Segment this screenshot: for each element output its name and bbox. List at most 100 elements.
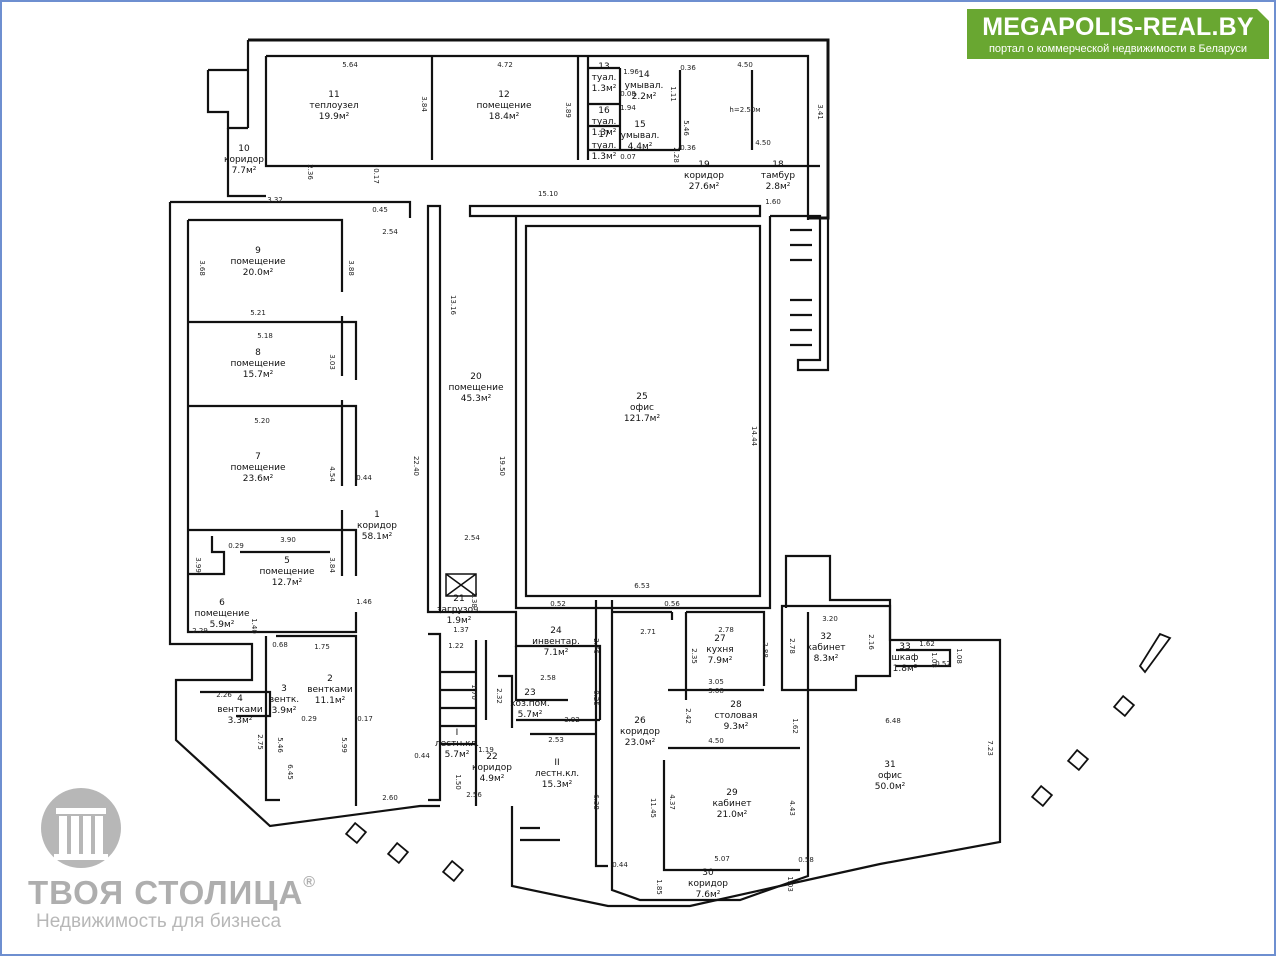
dimension-label: 2.26 — [216, 691, 232, 699]
room-name: тамбур — [761, 171, 795, 181]
freight-lift-symbol — [445, 573, 477, 597]
dimension-label: 1.70 — [470, 684, 478, 700]
room-number: 23 — [524, 688, 535, 698]
room-number: 9 — [255, 246, 261, 256]
room-name: хоз.пом. — [510, 699, 550, 709]
dimension-label: 4.37 — [668, 794, 676, 810]
room-name: коридор — [688, 879, 728, 889]
room-number: 25 — [636, 392, 647, 402]
dimension-label: 1.50 — [454, 774, 462, 790]
room-number: 14 — [638, 70, 650, 80]
room-name: помещение — [230, 359, 285, 369]
dimension-label: 3.88 — [347, 260, 355, 276]
dimension-label: 5.99 — [340, 737, 348, 753]
dimension-label: 0.44 — [612, 861, 628, 869]
room-area: 15.7м² — [243, 370, 274, 380]
dimension-label: 0.25 — [592, 690, 600, 706]
room-number: 11 — [328, 90, 339, 100]
room-name: туал. — [592, 73, 617, 83]
room-area: 7.7м² — [232, 166, 257, 176]
dimension-label: 1.38 — [470, 592, 478, 608]
room-name: коридор — [620, 727, 660, 737]
site-banner[interactable]: MEGAPOLIS-REAL.BY портал о коммерческой … — [967, 9, 1269, 59]
exterior-markers — [344, 632, 1172, 883]
room-number: 2 — [327, 674, 333, 684]
dimension-label: 1.46 — [356, 598, 372, 606]
room-number: 22 — [486, 752, 497, 762]
watermark-name: ТВОЯ СТОЛИЦА® — [28, 874, 317, 911]
room-name: туал. — [592, 141, 617, 151]
dimension-label: 4.54 — [328, 466, 336, 482]
room-area: 5.7м² — [445, 750, 470, 760]
dimension-label: 1.96 — [623, 68, 639, 76]
room-area: 8.3м² — [814, 654, 839, 664]
room-number: 26 — [634, 716, 646, 726]
room-name: помещение — [476, 101, 531, 111]
banner-corner — [1257, 9, 1269, 21]
room-name: кабинет — [712, 799, 751, 809]
room-number: 27 — [714, 634, 725, 644]
room-area: 15.3м² — [542, 780, 573, 790]
dimension-label: 0.36 — [680, 64, 696, 72]
dimension-label: 3.92 — [564, 716, 580, 724]
dimension-label: 3.99 — [194, 557, 202, 573]
dimension-label: 1.03 — [786, 876, 794, 892]
dimension-label: 0.36 — [680, 144, 696, 152]
room-area: 5.9м² — [210, 620, 235, 630]
dimension-label: 2.16 — [867, 634, 875, 650]
room-area: 7.6м² — [696, 890, 721, 900]
room-number: II — [554, 758, 559, 768]
dimension-label: 2.28 — [672, 147, 680, 163]
dimension-label: 6.48 — [885, 717, 901, 725]
room-number: 32 — [820, 632, 831, 642]
room-area: 1.3м² — [592, 152, 617, 162]
room-name: инвентар. — [532, 637, 580, 647]
room-number: 6 — [219, 598, 225, 608]
room-name: помещение — [448, 383, 503, 393]
room-name: помещение — [230, 257, 285, 267]
room-area: 3.3м² — [228, 716, 253, 726]
dimension-label: 13.16 — [449, 295, 457, 316]
room-name: умывал. — [625, 81, 664, 91]
room-number: 33 — [899, 642, 910, 652]
room-number: 24 — [550, 626, 562, 636]
room-name: теплоузел — [309, 101, 358, 111]
room-area: 1.9м² — [447, 616, 472, 626]
room-number: 10 — [238, 144, 250, 154]
dimension-label: 1.11 — [669, 86, 677, 102]
dimension-label: 2.36 — [306, 164, 314, 180]
dimension-label: 5.46 — [276, 737, 284, 753]
dimension-label: 2.54 — [464, 534, 480, 542]
room-number: 30 — [702, 868, 714, 878]
dimension-label: 5.46 — [682, 120, 690, 136]
dimension-label: 1.19 — [478, 746, 494, 754]
room-area: 1.3м² — [592, 84, 617, 94]
room-area: 23.6м² — [243, 474, 274, 484]
room-area: 4.4м² — [628, 142, 653, 152]
dimension-label: 11.45 — [649, 798, 657, 818]
dimension-label: 4.50 — [737, 61, 753, 69]
room-area: 7.9м² — [708, 656, 733, 666]
dimension-label: 0.17 — [372, 168, 380, 184]
dimension-label: 0.29 — [228, 542, 244, 550]
dimension-label: 2.78 — [788, 638, 796, 654]
room-name: вентками — [217, 705, 263, 715]
room-labels: 1коридор58.1м²2вентками11.1м²3вентк.3.9м… — [194, 62, 918, 900]
dimension-label: 1.75 — [314, 643, 330, 651]
room-area: 121.7м² — [624, 414, 661, 424]
dimension-label: 6.45 — [286, 764, 294, 780]
room-name: вентк. — [269, 695, 299, 705]
room-area: 50.0м² — [875, 782, 906, 792]
dimension-label: 1.08 — [955, 648, 963, 664]
